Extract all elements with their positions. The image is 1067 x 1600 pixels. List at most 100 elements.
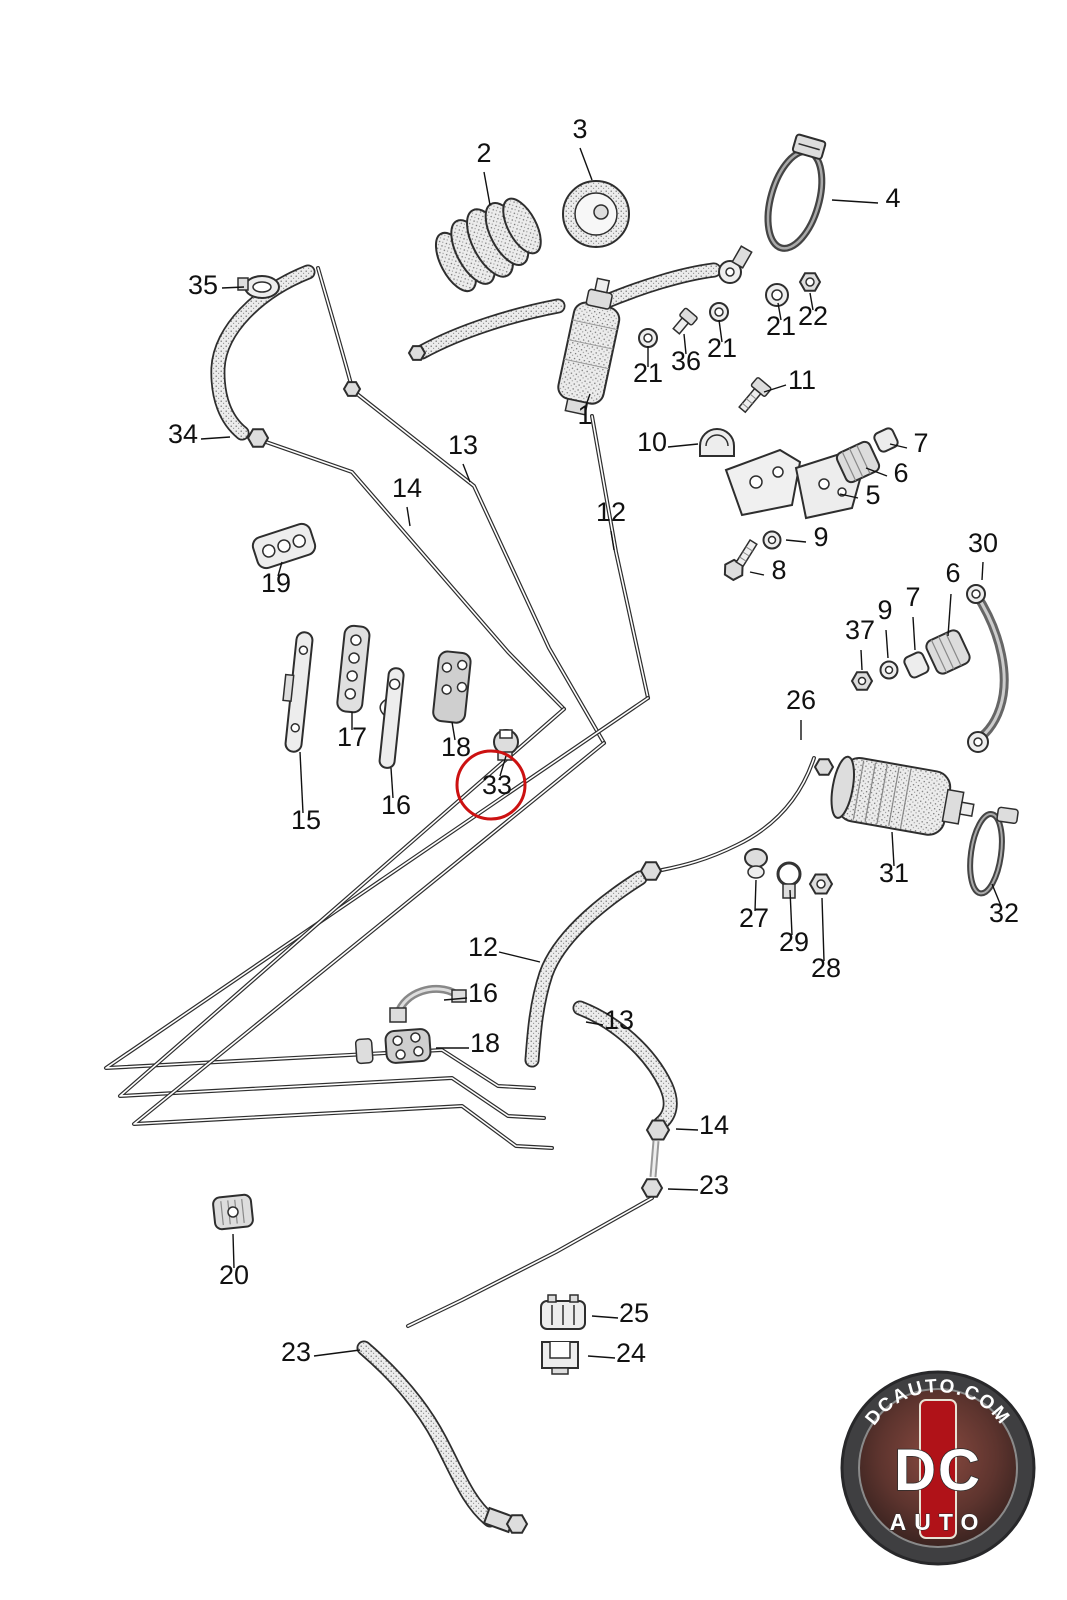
part-label-12: 12 bbox=[468, 932, 498, 962]
part-label-16: 16 bbox=[381, 790, 411, 820]
part-17-line-holder bbox=[336, 624, 371, 714]
part-19-bracket bbox=[251, 522, 317, 570]
part-30-strap bbox=[966, 584, 1009, 753]
part-18-line-holder bbox=[432, 650, 472, 724]
leader-line-37 bbox=[860, 649, 863, 671]
part-21-washer-c bbox=[765, 283, 789, 307]
part-11-bolt bbox=[738, 377, 772, 414]
part-label-30: 30 bbox=[968, 528, 998, 558]
leader-line-6 bbox=[947, 593, 952, 637]
part-label-4: 4 bbox=[885, 183, 900, 213]
hose-filter-left bbox=[422, 306, 558, 352]
hose-23-bottom bbox=[364, 1348, 490, 1520]
leader-line-36 bbox=[683, 333, 687, 355]
part-6-bushing-right bbox=[925, 629, 971, 675]
leader-line-13 bbox=[462, 463, 471, 483]
part-label-14: 14 bbox=[699, 1110, 729, 1140]
leader-line-15 bbox=[299, 751, 304, 814]
leader-line-6 bbox=[865, 467, 888, 477]
part-hose-left-fitting bbox=[407, 345, 427, 361]
leader-line-35 bbox=[221, 286, 245, 289]
leader-line-22 bbox=[809, 292, 814, 311]
part-label-9: 9 bbox=[813, 522, 828, 552]
part-label-33: 33 bbox=[482, 770, 512, 800]
leader-line-33 bbox=[499, 755, 507, 777]
part-label-12: 12 bbox=[596, 497, 626, 527]
part-29-p-clamp bbox=[776, 861, 802, 899]
leader-line-12 bbox=[610, 530, 615, 551]
logo-dc-text: DC bbox=[894, 1438, 982, 1503]
leader-line-2 bbox=[483, 171, 491, 206]
leader-line-27 bbox=[754, 879, 757, 912]
part-7-sleeve-right bbox=[903, 651, 930, 679]
part-28-nut bbox=[808, 873, 834, 895]
part-label-7: 7 bbox=[913, 428, 928, 458]
leader-line-25 bbox=[591, 1315, 619, 1319]
part-16-bracket-lower bbox=[389, 984, 467, 1023]
leader-line-16 bbox=[443, 997, 468, 1001]
part-label-26: 26 bbox=[786, 685, 816, 715]
leader-line-21 bbox=[718, 319, 723, 343]
leader-line-13 bbox=[585, 1021, 604, 1026]
part-33-clip bbox=[493, 729, 519, 761]
leader-line-16 bbox=[390, 767, 394, 799]
part-34-fitting bbox=[246, 428, 270, 448]
part-21-washer-b bbox=[709, 302, 729, 322]
part-24-clip bbox=[541, 1341, 579, 1375]
part-13-fitting bbox=[342, 381, 362, 397]
leader-line-5 bbox=[839, 493, 859, 499]
hose-filter-top bbox=[600, 270, 714, 304]
part-banjo-fitting bbox=[718, 245, 753, 284]
part-label-23: 23 bbox=[699, 1170, 729, 1200]
part-20-clip bbox=[212, 1193, 254, 1231]
part-elbow-fitting bbox=[482, 1506, 529, 1534]
part-21-washer-a bbox=[638, 328, 658, 348]
part-label-15: 15 bbox=[291, 805, 321, 835]
fuel-line-12-upper bbox=[590, 414, 650, 700]
part-label-6: 6 bbox=[893, 458, 908, 488]
part-22-nut bbox=[798, 272, 822, 292]
part-4-hose-clamp bbox=[764, 133, 827, 252]
logo-auto-text: AUTO bbox=[890, 1509, 987, 1535]
dcauto-logo: DCAUTO.COM DC AUTO bbox=[840, 1370, 1036, 1566]
part-label-23: 23 bbox=[281, 1337, 311, 1367]
leader-line-18 bbox=[451, 721, 456, 741]
part-label-6: 6 bbox=[945, 558, 960, 588]
leader-line-9 bbox=[885, 629, 889, 659]
leader-line-1 bbox=[584, 393, 591, 409]
leader-line-14 bbox=[675, 1128, 699, 1131]
part-label-32: 32 bbox=[989, 898, 1019, 928]
leader-line-21 bbox=[777, 302, 782, 321]
leader-line-30 bbox=[981, 561, 984, 581]
leader-line-31 bbox=[891, 831, 895, 867]
leader-line-23 bbox=[667, 1188, 699, 1191]
part-label-25: 25 bbox=[619, 1298, 649, 1328]
part-label-34: 34 bbox=[168, 419, 198, 449]
leader-line-4 bbox=[831, 199, 879, 204]
leader-line-14 bbox=[406, 506, 411, 527]
fuel-line-bundle-1 bbox=[104, 696, 650, 1090]
part-23-fitting bbox=[640, 1178, 664, 1198]
leader-line-3 bbox=[579, 147, 593, 181]
part-14-fitting-lower bbox=[645, 1119, 671, 1178]
leader-line-9 bbox=[785, 539, 807, 543]
leader-line-20 bbox=[232, 1233, 235, 1269]
part-label-5: 5 bbox=[865, 480, 880, 510]
leader-line-29 bbox=[789, 889, 793, 936]
leader-line-23 bbox=[313, 1349, 361, 1357]
highlight-circle-33 bbox=[455, 749, 527, 821]
leader-line-28 bbox=[821, 897, 825, 962]
part-label-31: 31 bbox=[879, 858, 909, 888]
part-16-rail-clip bbox=[378, 667, 405, 769]
logo-red-banner bbox=[919, 1399, 957, 1539]
part-label-35: 35 bbox=[188, 270, 218, 300]
leader-line-10 bbox=[667, 443, 699, 448]
part-label-37: 37 bbox=[845, 615, 875, 645]
part-label-21: 21 bbox=[633, 358, 663, 388]
part-label-24: 24 bbox=[616, 1338, 646, 1368]
part-9-washer-right bbox=[879, 660, 899, 680]
part-label-9: 9 bbox=[877, 595, 892, 625]
part-label-2: 2 bbox=[476, 138, 491, 168]
